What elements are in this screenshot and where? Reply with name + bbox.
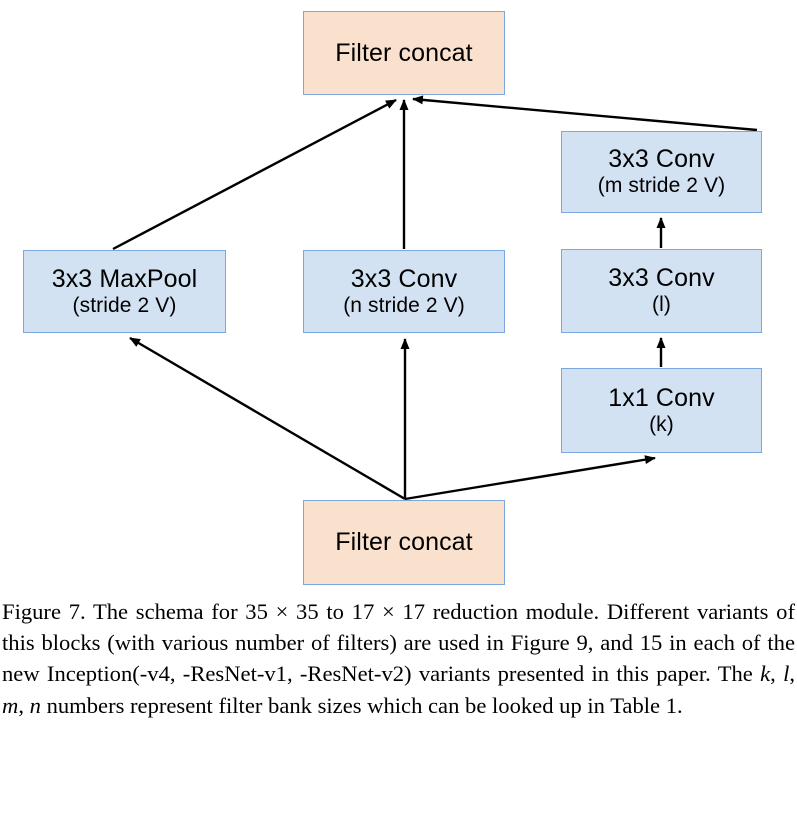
caption-sep-3: , — [18, 692, 30, 718]
figure-caption: Figure 7. The schema for 35 × 35 to 17 ×… — [2, 596, 795, 721]
caption-figure-label: Figure 7. — [2, 599, 86, 624]
node-conv-1x1-k-line1: 1x1 Conv — [608, 383, 715, 412]
node-conv-3x3-m-line1: 3x3 Conv — [608, 145, 715, 174]
node-conv-1x1-k-line2: (k) — [649, 412, 674, 436]
node-conv-3x3-l[interactable]: 3x3 Conv (l) — [561, 249, 762, 333]
node-conv-3x3-n[interactable]: 3x3 Conv (n stride 2 V) — [303, 250, 505, 333]
node-conv-3x3-l-line2: (l) — [652, 293, 671, 317]
node-top-filter-concat-label: Filter concat — [335, 38, 473, 67]
caption-times-2: × — [374, 599, 403, 624]
caption-times-1: × — [267, 599, 297, 624]
caption-var-k: k — [760, 661, 771, 687]
caption-math-17a: 17 — [351, 599, 375, 624]
figure-diagram: Filter concat 3x3 Conv (m stride 2 V) 3x… — [23, 11, 762, 585]
caption-math-35a: 35 — [245, 599, 268, 624]
caption-text-2: to — [318, 599, 352, 624]
node-conv-3x3-n-line1: 3x3 Conv — [350, 264, 458, 293]
node-bottom-filter-concat[interactable]: Filter concat — [303, 500, 505, 585]
node-maxpool-3x3-line2: (stride 2 V) — [72, 293, 177, 317]
caption-sep-2: , — [789, 661, 796, 687]
node-conv-3x3-m-line2: (m stride 2 V) — [597, 174, 726, 198]
caption-text-1: The schema for — [85, 599, 246, 624]
edge-bottomconcat-to-convk — [404, 455, 656, 501]
node-top-filter-concat[interactable]: Filter concat — [303, 11, 505, 95]
caption-var-n: n — [29, 692, 41, 718]
node-conv-3x3-n-line2: (n stride 2 V) — [343, 293, 465, 317]
node-conv-3x3-m[interactable]: 3x3 Conv (m stride 2 V) — [561, 131, 762, 213]
caption-math-35b: 35 — [296, 599, 319, 624]
node-bottom-filter-concat-label: Filter concat — [335, 528, 473, 556]
caption-text-3: reduction module. Different variants of … — [2, 599, 795, 687]
caption-text-4: numbers represent filter bank sizes whic… — [40, 692, 683, 718]
node-conv-3x3-l-line1: 3x3 Conv — [608, 264, 715, 293]
node-maxpool-3x3-line1: 3x3 MaxPool — [51, 264, 198, 293]
node-conv-1x1-k[interactable]: 1x1 Conv (k) — [561, 368, 762, 453]
edge-maxpool-to-topconcat — [112, 98, 397, 251]
caption-var-l: l — [783, 661, 790, 687]
node-maxpool-3x3[interactable]: 3x3 MaxPool (stride 2 V) — [23, 250, 226, 333]
edge-convm-to-topconcat — [412, 95, 758, 132]
caption-math-17b: 17 — [402, 599, 425, 624]
caption-var-m: m — [2, 692, 19, 718]
caption-sep-1: , — [770, 661, 784, 687]
edge-bottomconcat-to-maxpool — [129, 336, 406, 501]
